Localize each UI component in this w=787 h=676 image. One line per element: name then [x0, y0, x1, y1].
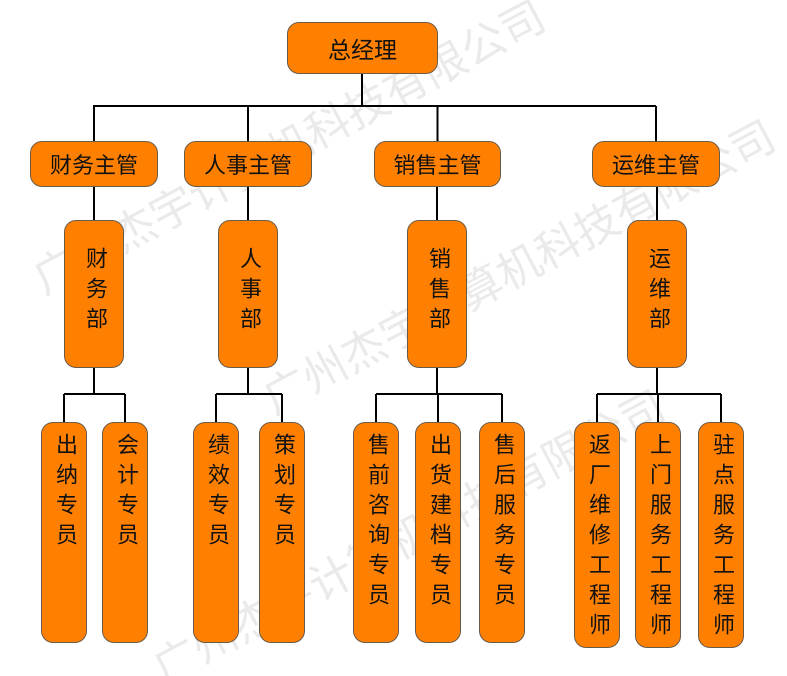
- root-label: 总经理: [328, 38, 397, 64]
- staff-label: 绩效专员: [204, 433, 229, 553]
- staff-node: 售后服务专员: [479, 422, 525, 643]
- supervisor-label: 销售主管: [393, 154, 482, 179]
- supervisor-node: 财务主管: [30, 141, 158, 187]
- staff-label: 出纳专员: [52, 433, 77, 553]
- staff-label: 会计专员: [113, 433, 138, 553]
- staff-node: 售前咨询专员: [353, 422, 399, 643]
- root-node-general-manager: 总经理: [287, 22, 438, 74]
- supervisor-node: 运维主管: [592, 141, 720, 187]
- staff-node: 绩效专员: [193, 422, 239, 643]
- department-label: 财务部: [82, 247, 107, 337]
- supervisor-node: 销售主管: [374, 141, 501, 187]
- department-label: 运维部: [645, 247, 670, 337]
- supervisor-label: 人事主管: [203, 154, 292, 179]
- department-node: 销售部: [407, 220, 467, 368]
- staff-label: 驻点服务工程师: [709, 433, 734, 643]
- department-label: 销售部: [425, 247, 450, 337]
- staff-node: 会计专员: [102, 422, 148, 643]
- staff-node: 驻点服务工程师: [698, 422, 744, 648]
- staff-node: 返厂维修工程师: [574, 422, 620, 648]
- supervisor-label: 运维主管: [611, 154, 700, 179]
- staff-label: 售前咨询专员: [364, 433, 389, 613]
- staff-node: 策划专员: [259, 422, 305, 643]
- staff-node: 出货建档专员: [415, 422, 461, 643]
- staff-label: 上门服务工程师: [646, 433, 671, 643]
- department-node: 人事部: [218, 220, 278, 368]
- staff-node: 上门服务工程师: [635, 422, 681, 648]
- staff-label: 售后服务专员: [490, 433, 515, 613]
- department-node: 运维部: [627, 220, 687, 368]
- staff-node: 出纳专员: [41, 422, 87, 643]
- supervisor-node: 人事主管: [184, 141, 312, 187]
- department-node: 财务部: [64, 220, 124, 368]
- staff-label: 返厂维修工程师: [585, 433, 610, 643]
- department-label: 人事部: [236, 247, 261, 337]
- staff-label: 出货建档专员: [426, 433, 451, 613]
- staff-label: 策划专员: [270, 433, 295, 553]
- supervisor-label: 财务主管: [49, 154, 138, 179]
